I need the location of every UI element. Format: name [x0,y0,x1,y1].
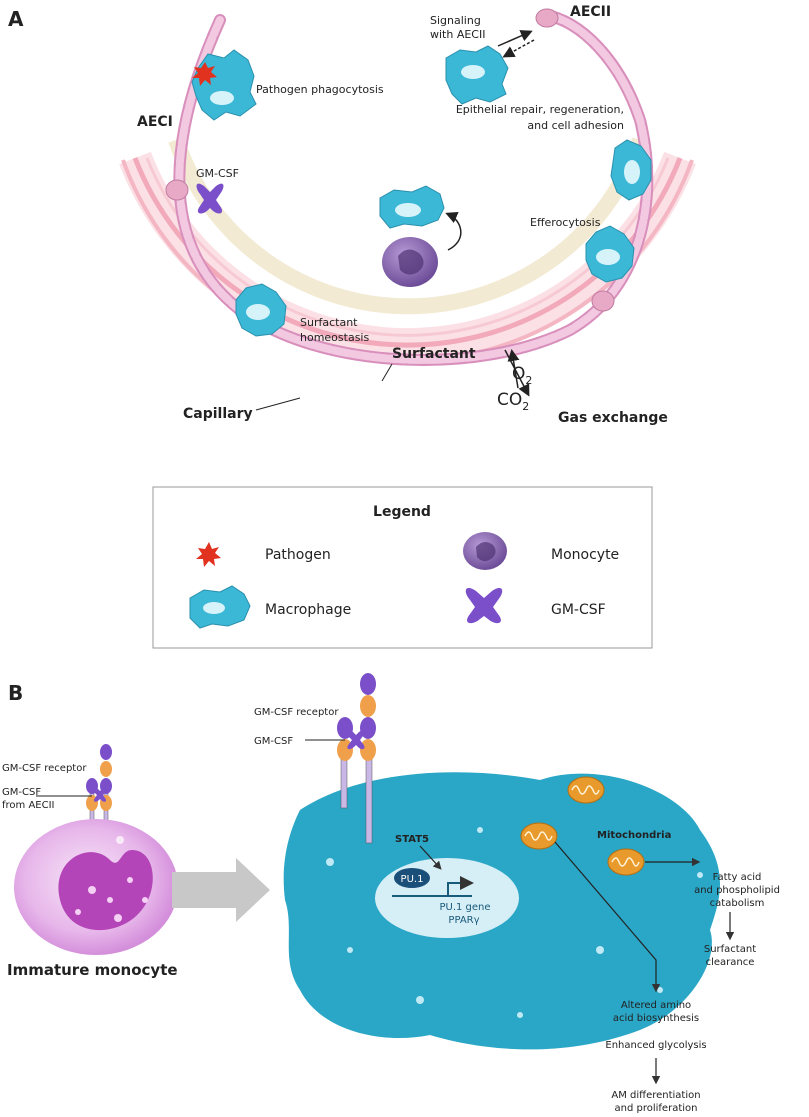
mitochondria-label: Mitochondria [597,830,671,841]
differentiation-arrow [445,212,462,251]
repair-label-2: and cell adhesion [527,119,624,132]
capillary-label: Capillary [183,406,253,422]
co2-arrow [504,349,530,397]
efferocytosis-label: Efferocytosis [530,216,601,229]
stat5-arrow [419,845,442,870]
signaling-label-1: Signaling [430,14,481,27]
pathogen-icon [196,542,221,567]
fatty-acid-label-2: and phospholipid [694,885,780,896]
pathogen-phagocytosis-label: Pathogen phagocytosis [256,83,384,96]
aecii-cell-right [591,290,615,312]
legend-box: Legend Pathogen Monocyte Macrophage GM-C… [152,486,653,649]
left-gmcsf-label-1: GM-CSF [2,787,41,798]
legend-label-gmcsf: GM-CSF [551,602,606,618]
signaling-arrow-in [502,39,535,58]
surfactant-homeostasis-label-2: homeostasis [300,331,369,344]
gmcsf-icon-a [196,183,224,214]
macrophage-repair [610,139,652,201]
monocyte-icon [463,532,507,570]
macrophage-surfactant [235,283,287,337]
aecii-cell-left [165,179,189,201]
right-receptor-label: GM-CSF receptor [254,707,339,718]
gas-exchange-label: Gas exchange [558,410,668,426]
fatty-acid-label-3: catabolism [710,898,765,909]
immature-monocyte [14,819,178,955]
pu1-label: PU.1 [401,874,424,885]
surfactant-layer [168,137,648,315]
transition-arrow [172,858,270,922]
legend-label-monocyte: Monocyte [551,547,619,563]
mitochondrion-1 [567,776,605,804]
signaling-arrow-out [497,30,533,47]
monocyte-center [382,237,438,287]
co2-label: CO2 [497,390,529,413]
aecii-cell-top [535,8,559,28]
gmcsf-icon [465,587,503,624]
legend-title: Legend [373,504,431,520]
macrophage-phagocytosis [191,49,257,121]
amino-label-2: acid biosynthesis [613,1013,699,1024]
ppar-label: PPARγ [448,915,479,926]
am-label-2: and proliferation [615,1103,698,1114]
surfactant-homeostasis-label-1: Surfactant [300,316,358,329]
o2-label: O2 [512,364,532,387]
left-receptor-label: GM-CSF receptor [2,763,87,774]
macrophage-signaling [445,45,509,105]
glycolysis-label: Enhanced glycolysis [605,1040,706,1051]
stat5-label: STAT5 [395,834,429,845]
clearance-label-1: Surfactant [704,944,756,955]
surfactant-leader [381,363,393,382]
right-receptor [337,673,376,844]
fatty-acid-label-1: Fatty acid [713,872,762,883]
surfactant-label: Surfactant [392,346,476,362]
right-gmcsf-label: GM-CSF [254,736,293,747]
aecii-label: AECII [570,4,611,20]
amino-label-1: Altered amino [621,1000,691,1011]
nucleus [375,858,519,938]
pu1-protein [394,868,430,888]
pathogen-marker [192,62,217,86]
mitochondrion-3 [607,848,645,876]
capillary-leader [255,397,301,411]
macrophage-icon [189,585,251,629]
transcription-start-arrow [447,876,474,896]
legend-label-macrophage: Macrophage [265,602,351,618]
immature-monocyte-label: Immature monocyte [7,961,178,979]
legend-label-pathogen: Pathogen [265,547,331,563]
repair-label-1: Epithelial repair, regeneration, [456,103,624,116]
pu1-gene-label: PU.1 gene [439,902,490,913]
clearance-label-2: clearance [706,957,755,968]
mitochondrion-2 [520,822,558,850]
gmcsf-label-a: GM-CSF [196,167,239,180]
macrophage-center [379,185,445,229]
signaling-label-2: with AECII [430,28,485,41]
panel-a-letter: A [8,7,24,31]
am-label-1: AM differentiation [611,1090,700,1101]
left-gmcsf-label-2: from AECII [2,800,55,811]
aeci-label: AECI [137,114,173,130]
amino-acid-arrow [554,841,661,993]
panel-b-letter: B [8,681,23,705]
macrophage-efferocytosis [585,225,635,283]
